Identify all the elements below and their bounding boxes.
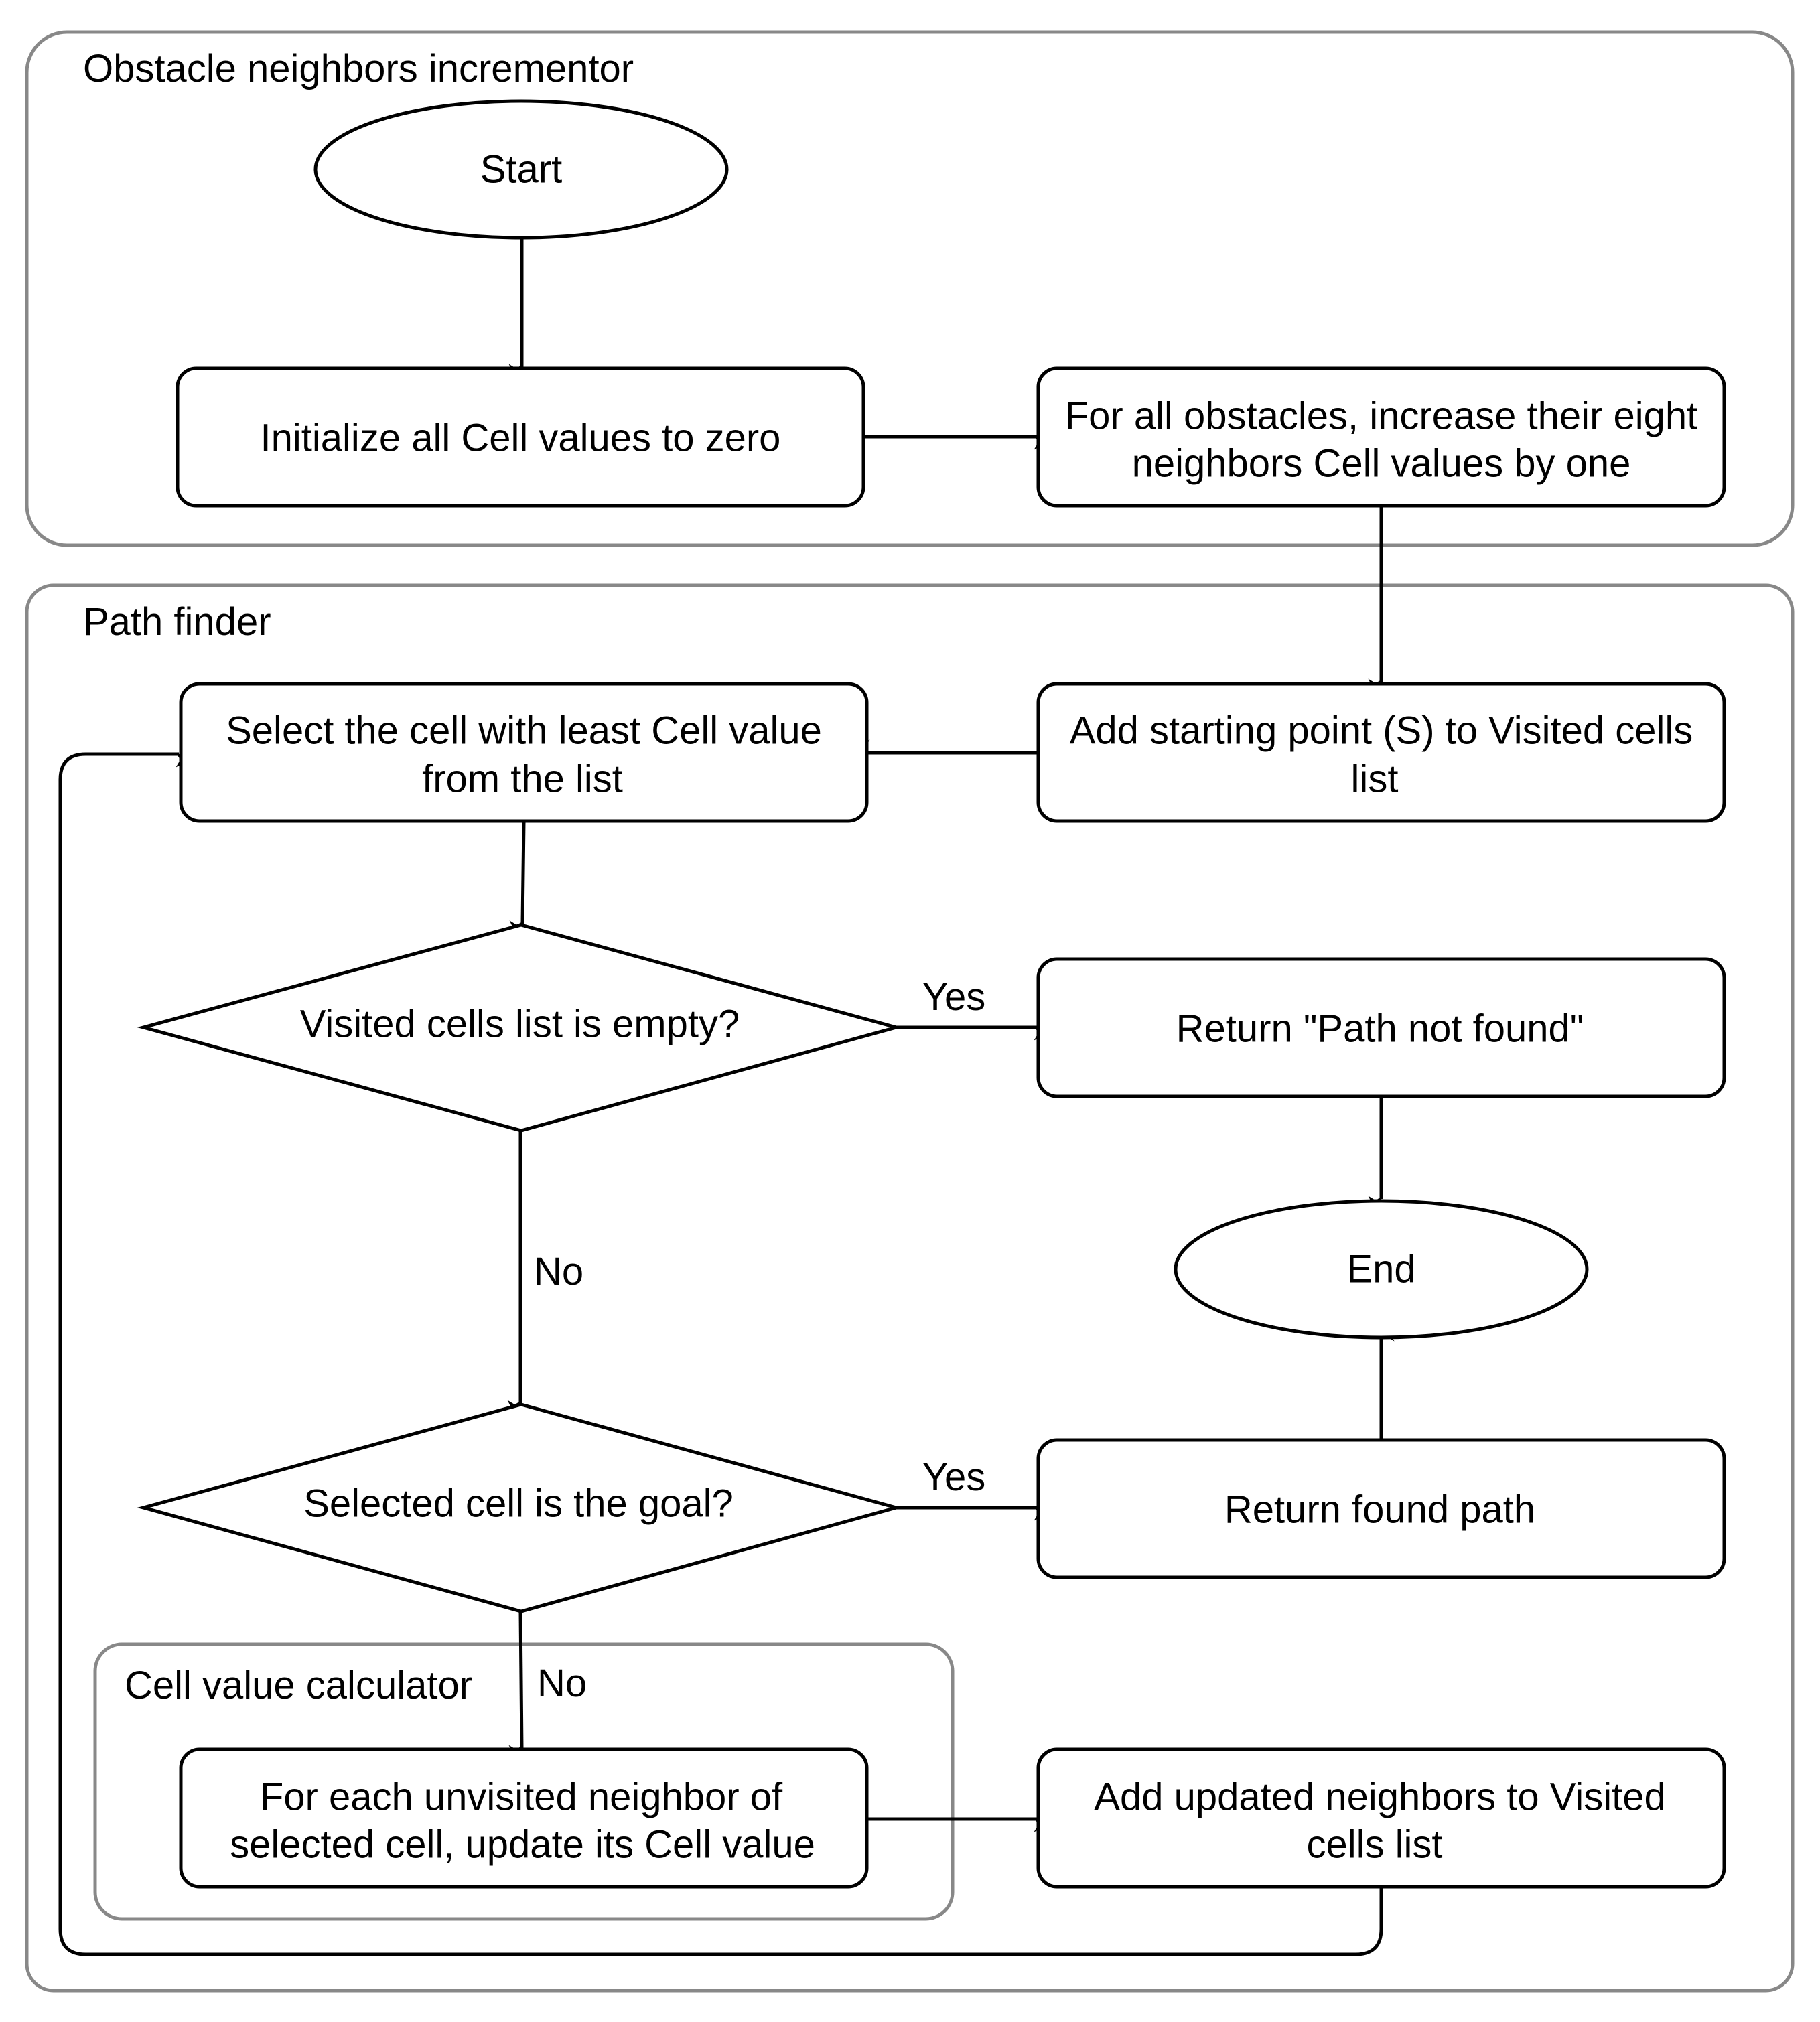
group-obstacle-neighbors-incrementor: Obstacle neighbors incrementor xyxy=(25,30,1795,547)
edge-label-no: No xyxy=(534,1250,583,1293)
edge-label-no: No xyxy=(537,1662,587,1705)
node-label: Return found path xyxy=(1224,1488,1535,1532)
node-initialize: Initialize all Cell values to zero xyxy=(176,366,865,508)
decision-visited-empty: Visited cells list is empty? xyxy=(137,923,903,1133)
node-start: Start xyxy=(313,99,729,240)
node-label-line: neighbors Cell values by one xyxy=(1132,442,1631,486)
group-title: Path finder xyxy=(83,600,271,644)
node-label: Initialize all Cell values to zero xyxy=(261,417,781,460)
node-label: Return "Path not found" xyxy=(1176,1007,1584,1051)
group-path-finder: Path finder xyxy=(25,583,1795,1993)
group-title: Obstacle neighbors incrementor xyxy=(83,47,634,90)
node-label-line: Add updated neighbors to Visited xyxy=(1094,1776,1665,1819)
node-label-line: Add starting point (S) to Visited cells xyxy=(1070,709,1693,753)
group-title: Cell value calculator xyxy=(125,1664,472,1707)
node-return-found-path: Return found path xyxy=(1036,1438,1726,1579)
decision-label: Selected cell is the goal? xyxy=(303,1482,733,1526)
node-label-line: For each unvisited neighbor of xyxy=(260,1776,783,1819)
node-label-line: cells list xyxy=(1306,1823,1442,1867)
edge-select-to-empty xyxy=(509,822,526,936)
group-cell-value-calculator: Cell value calculator xyxy=(93,1642,955,1921)
edge-goal-no xyxy=(508,1611,524,1760)
node-label-line: list xyxy=(1351,757,1399,801)
node-label-line: Select the cell with least Cell value xyxy=(226,709,822,753)
node-label: Start xyxy=(480,148,563,192)
node-update-neighbors: For each unvisited neighbor of selected … xyxy=(179,1747,869,1889)
node-return-path-not-found: Return "Path not found" xyxy=(1036,957,1726,1098)
node-label-line: from the list xyxy=(422,757,623,801)
node-add-updated-neighbors: Add updated neighbors to Visited cells l… xyxy=(1036,1747,1726,1889)
node-add-starting-point: Add starting point (S) to Visited cells … xyxy=(1036,682,1726,823)
decision-label: Visited cells list is empty? xyxy=(300,1003,740,1046)
node-select-least-cell: Select the cell with least Cell value fr… xyxy=(179,682,869,823)
edge-loop-back-to-select xyxy=(58,752,1383,1956)
node-increase-obstacle-neighbors: For all obstacles, increase their eight … xyxy=(1036,366,1726,508)
node-label-line: selected cell, update its Cell value xyxy=(230,1823,815,1867)
node-label: End xyxy=(1346,1248,1415,1291)
edge-label-yes: Yes xyxy=(922,1455,986,1499)
node-end: End xyxy=(1174,1199,1589,1340)
node-label-line: For all obstacles, increase their eight xyxy=(1065,394,1698,438)
edge-label-yes: Yes xyxy=(922,975,986,1019)
decision-selected-is-goal: Selected cell is the goal? xyxy=(137,1402,903,1613)
